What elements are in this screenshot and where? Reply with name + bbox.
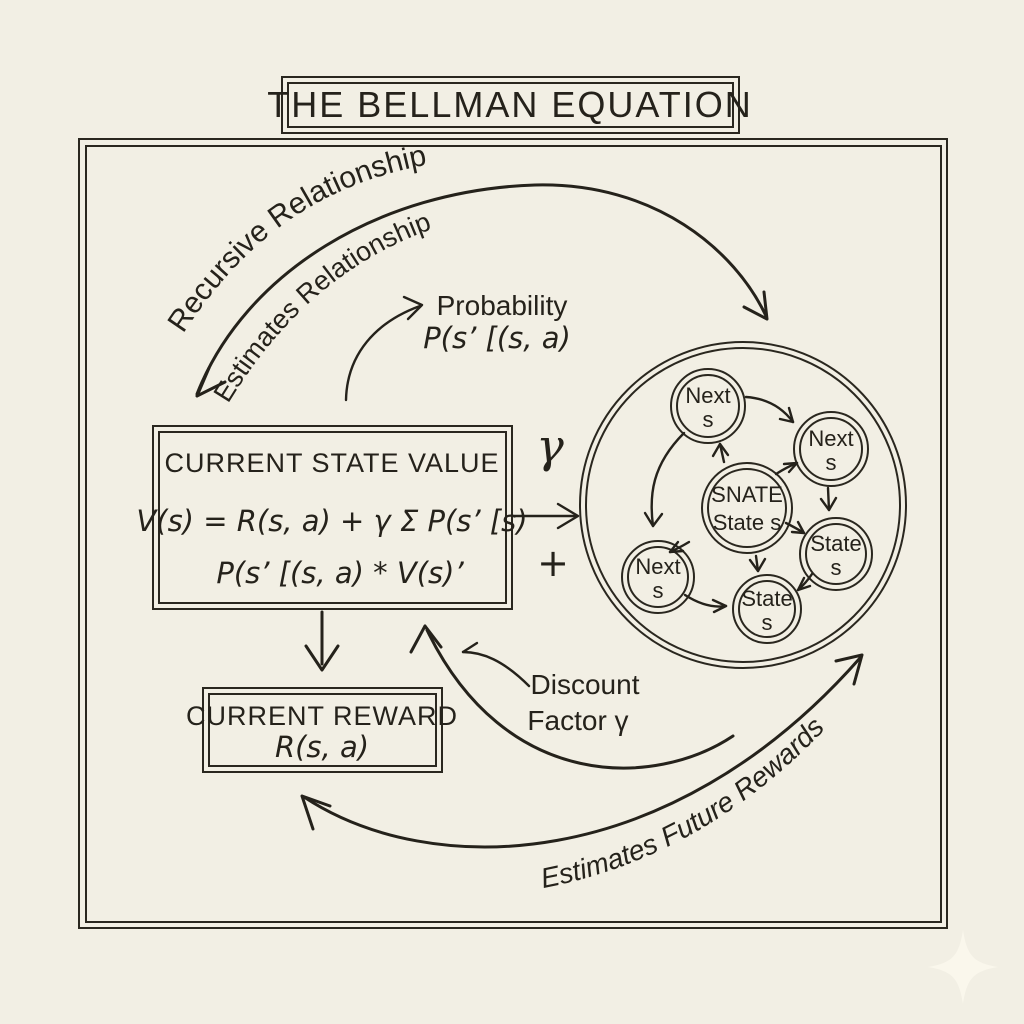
outer-frame bbox=[78, 138, 948, 929]
probability-annotation: Probability P(s’ [(s, a) bbox=[344, 290, 571, 402]
plus-symbol: + bbox=[537, 541, 569, 585]
state-value-heading: CURRENT STATE VALUE bbox=[164, 448, 499, 478]
node-label: s bbox=[831, 555, 842, 580]
arrowhead-icon bbox=[461, 641, 479, 654]
node-label: s bbox=[826, 450, 837, 475]
arrowhead-left-icon bbox=[195, 366, 227, 398]
arrowhead-icon bbox=[556, 502, 580, 530]
gamma-plus-connector: γ + bbox=[511, 419, 580, 585]
probability-formula: P(s’ [(s, a) bbox=[423, 321, 571, 355]
node-label: s bbox=[703, 407, 714, 432]
discount-factor-annotation: Discount Factor γ bbox=[461, 641, 640, 736]
node-label: State bbox=[810, 531, 861, 556]
state-node-state-right: State s bbox=[799, 517, 873, 591]
current-reward-box: CURRENT REWARD R(s, a) bbox=[186, 687, 458, 773]
discount-label-line1: Discount bbox=[531, 669, 640, 700]
state-node-state-bottom: State s bbox=[732, 574, 802, 644]
arrowhead-right-icon bbox=[834, 653, 864, 686]
discount-label-line2: Factor γ bbox=[527, 705, 628, 736]
probability-label: Probability bbox=[437, 290, 568, 321]
state-transition-arrows bbox=[643, 395, 838, 614]
node-label: State bbox=[741, 586, 792, 611]
reward-formula: R(s, a) bbox=[275, 730, 369, 764]
node-label: Next bbox=[635, 554, 680, 579]
node-label: s bbox=[762, 610, 773, 635]
bellman-equation-line1: V(s) = R(s, a) + γ Σ P(s’ [s) bbox=[136, 504, 527, 538]
arrowhead-left-icon bbox=[300, 794, 332, 831]
sparkle-icon bbox=[928, 930, 998, 1004]
node-label: s bbox=[653, 578, 664, 603]
arrowhead-icon bbox=[402, 295, 424, 321]
discount-feedback-arrow bbox=[409, 624, 735, 770]
current-state-value-box: CURRENT STATE VALUE V(s) = R(s, a) + γ Σ… bbox=[136, 425, 528, 610]
state-to-reward-arrow bbox=[304, 610, 340, 672]
node-label: State s bbox=[713, 510, 781, 535]
states-circle: Next s Next s SNATE State s State s bbox=[579, 341, 907, 669]
page-title: THE BELLMAN EQUATION bbox=[267, 84, 752, 125]
arrowhead-right-icon bbox=[742, 290, 769, 321]
state-node-next-bottom-left: Next s bbox=[621, 540, 695, 614]
future-rewards-label: Estimates Future Rewards bbox=[538, 711, 830, 894]
node-label: Next bbox=[808, 426, 853, 451]
arrowhead-icon bbox=[304, 644, 340, 672]
node-label: SNATE bbox=[711, 482, 783, 507]
state-node-next-top: Next s bbox=[670, 368, 746, 444]
gamma-symbol: γ bbox=[536, 419, 564, 473]
arrowhead-icon bbox=[409, 624, 443, 654]
node-label: Next bbox=[685, 383, 730, 408]
state-node-center: SNATE State s bbox=[701, 462, 793, 554]
reward-heading: CURRENT REWARD bbox=[186, 701, 458, 731]
bellman-equation-line2: P(s’ [(s, a) * V(s)’ bbox=[216, 556, 464, 590]
title-box: THE BELLMAN EQUATION bbox=[267, 76, 752, 134]
state-node-next-right: Next s bbox=[793, 411, 869, 487]
